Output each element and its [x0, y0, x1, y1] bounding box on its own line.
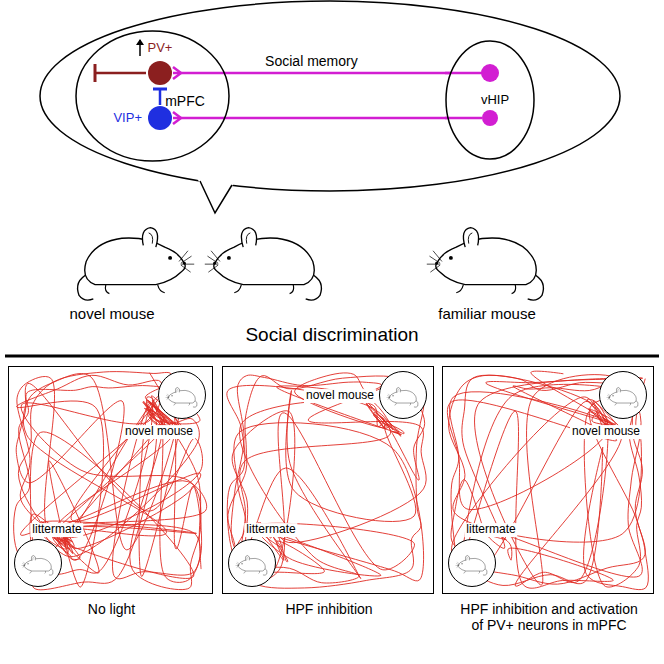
- cup-mouse-icon: [165, 383, 199, 408]
- node-label: littermate: [30, 523, 83, 537]
- mouse-figure: [235, 555, 267, 575]
- trajectory-traces: [14, 371, 649, 590]
- vip-neuron: VIP+: [147, 105, 173, 131]
- node-label: novel mouse: [570, 425, 642, 439]
- inhibition-line: [96, 72, 146, 75]
- node-label: novel mouse: [123, 425, 195, 439]
- mouse-cup: novel mouse: [158, 371, 206, 419]
- node-label: mPFC: [165, 93, 205, 109]
- node-label: vHIP: [481, 93, 509, 108]
- cup-mouse-icon: [21, 551, 55, 576]
- mouse-label: familiar mouse: [438, 305, 536, 322]
- subject-mouse-figure: [205, 228, 322, 301]
- mouse-label: novel mouse: [69, 305, 154, 322]
- node-label: littermate: [464, 523, 517, 537]
- region-ellipse: [446, 41, 534, 159]
- node-label: novel mouse: [304, 389, 376, 403]
- mouse-cup: littermate: [228, 539, 276, 587]
- node-label: PV+: [148, 41, 173, 56]
- increase-arrow: [139, 40, 141, 56]
- mouse-cup: novel mouse: [379, 371, 427, 419]
- hippocampal-neuron: [482, 110, 498, 126]
- arena-panel: HPF inhibitionnovel mouselittermate: [222, 366, 434, 594]
- bubble-tail: [200, 181, 232, 213]
- axon-stub: [445, 117, 482, 120]
- arena-panel: HPF inhibition and activation of PV+ neu…: [442, 366, 654, 594]
- mouse-figure: [455, 555, 487, 575]
- mouse-cup: littermate: [448, 539, 496, 587]
- region-ellipse: [76, 31, 229, 161]
- mouse-figure: [165, 387, 197, 407]
- projection-line: [173, 117, 447, 120]
- mouse-flip: [78, 228, 195, 301]
- arena-panel: No lightnovel mouselittermate: [8, 366, 213, 594]
- familiar-mouse-figure: [427, 228, 544, 301]
- panel-caption: HPF inhibition and activation of PV+ neu…: [454, 601, 644, 633]
- panel-caption: No light: [17, 601, 207, 617]
- projection-line: [173, 72, 450, 75]
- bubble-outline: [40, 1, 620, 191]
- pv-self-inhibition: [95, 64, 146, 82]
- cup-mouse-icon: [455, 551, 489, 576]
- node-label: littermate: [244, 523, 297, 537]
- section-divider: [5, 355, 659, 358]
- neuron-shape: [147, 105, 173, 131]
- mouse-cup: littermate: [14, 539, 62, 587]
- bubble-tail-fill: [196, 176, 236, 213]
- cell-body: [148, 106, 172, 130]
- mouse-figure: [606, 387, 638, 407]
- hippocampal-neuron: [481, 64, 499, 82]
- panel-caption: HPF inhibition: [234, 601, 424, 617]
- brain-region: mPFC PV+ VIP+: [75, 30, 230, 162]
- mice: [78, 228, 544, 301]
- brain-region: vHIP: [445, 40, 535, 160]
- cup-mouse-icon: [235, 551, 269, 576]
- inhibitory-connection: [159, 89, 162, 105]
- pv-neuron: PV+: [147, 60, 173, 86]
- speech-bubble: [40, 1, 620, 213]
- mouse-cup: novel mouse: [599, 371, 647, 419]
- inhibition-bar: [94, 64, 97, 82]
- novel-mouse-figure: [78, 228, 195, 301]
- section-title: Social discrimination: [245, 324, 418, 346]
- mouse-figure: [21, 555, 53, 575]
- neuron-shape: [147, 60, 173, 86]
- movement-trace: [14, 372, 207, 590]
- cup-mouse-icon: [386, 383, 420, 408]
- cell-body: [148, 61, 172, 85]
- mouse-figure: [386, 387, 418, 407]
- connection-label: Social memory: [263, 53, 360, 69]
- movement-trace: [447, 371, 648, 589]
- cup-mouse-icon: [606, 383, 640, 408]
- node-label: VIP+: [113, 111, 142, 126]
